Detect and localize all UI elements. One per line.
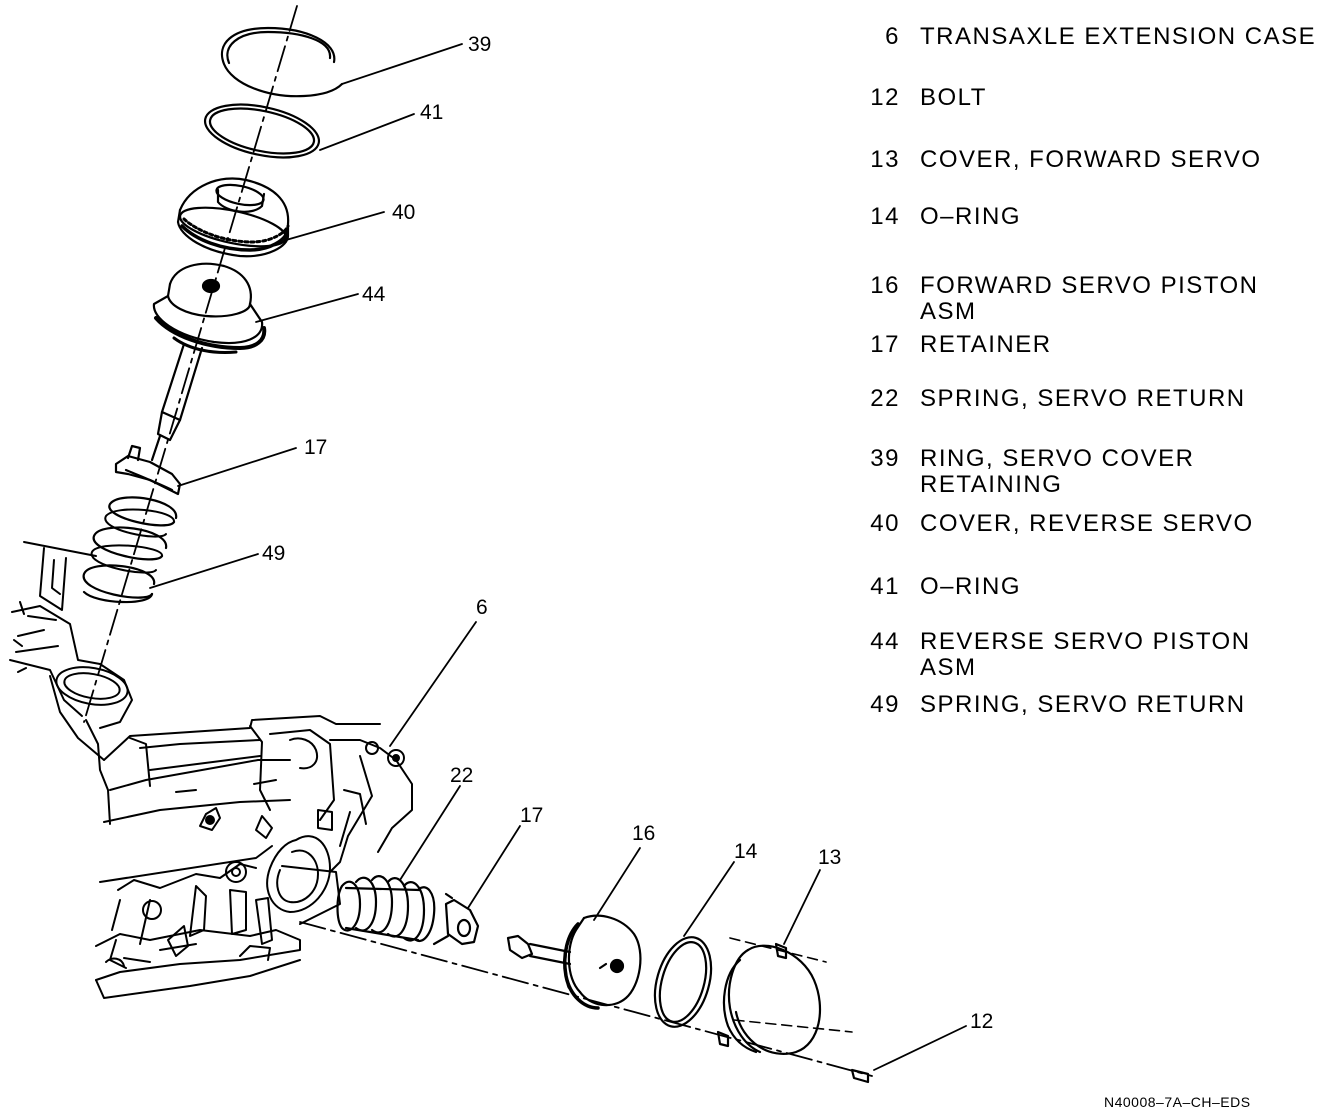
vertical-centerline: [83, 5, 298, 723]
callout-39: 39: [468, 33, 491, 56]
legend-description: COVER, REVERSE SERVO: [920, 510, 1254, 537]
figure-code: N40008–7A–CH–EDS: [1104, 1094, 1251, 1110]
legend-number: 12: [870, 84, 900, 111]
part-16-forward-servo-piston: [506, 914, 642, 1010]
leader-lines: [149, 43, 967, 1071]
legend-description: O–RING: [920, 573, 1022, 600]
legend-description: SPRING, SERVO RETURN: [920, 385, 1246, 412]
part-22-spring: [336, 875, 436, 943]
part-40-reverse-servo-cover: [176, 177, 290, 258]
parts-legend: 6 TRANSAXLE EXTENSION CASE 12 BOLT 13 CO…: [848, 0, 1318, 740]
part-49-spring: [82, 496, 178, 604]
part-17-retainer-lower: [432, 892, 480, 946]
legend-number: 40: [870, 510, 900, 537]
legend-number: 44: [870, 628, 900, 655]
part-41-o-ring: [203, 103, 321, 159]
callout-17-upper: 17: [304, 436, 327, 459]
legend-description: RETAINER: [920, 331, 1052, 358]
legend-description: REVERSE SERVO PISTON ASM: [920, 628, 1251, 681]
callout-12: 12: [970, 1010, 993, 1033]
callout-14: 14: [734, 840, 758, 863]
part-6-transaxle-case: [9, 541, 413, 999]
legend-description: O–RING: [920, 203, 1022, 230]
legend-description: RING, SERVO COVER RETAINING: [920, 445, 1195, 498]
part-13-forward-servo-cover: [716, 937, 853, 1055]
part-39-retaining-ring: [221, 26, 344, 98]
legend-number: 16: [870, 272, 900, 299]
part-14-o-ring: [653, 936, 713, 1028]
legend-number: 14: [870, 203, 900, 230]
callout-13: 13: [818, 846, 841, 869]
legend-description: TRANSAXLE EXTENSION CASE: [920, 23, 1317, 50]
callout-22: 22: [450, 764, 473, 787]
callout-49: 49: [262, 542, 285, 565]
legend-description: SPRING, SERVO RETURN: [920, 691, 1246, 718]
callout-16: 16: [632, 822, 655, 845]
callout-40: 40: [392, 201, 415, 224]
part-12-bolt: [850, 1068, 870, 1084]
legend-number: 49: [870, 691, 900, 718]
callout-44: 44: [362, 283, 386, 306]
legend-number: 13: [870, 146, 900, 173]
legend-description: BOLT: [920, 84, 987, 111]
part-44-reverse-servo-piston: [150, 262, 267, 462]
part-17-retainer-upper: [114, 444, 182, 496]
legend-description: COVER, FORWARD SERVO: [920, 146, 1262, 173]
legend-number: 6: [885, 23, 900, 50]
legend-number: 41: [870, 573, 900, 600]
legend-description: FORWARD SERVO PISTON ASM: [920, 272, 1259, 325]
callout-6: 6: [476, 596, 488, 619]
legend-number: 17: [870, 331, 900, 358]
callout-17-lower: 17: [520, 804, 543, 827]
legend-number: 22: [870, 385, 900, 412]
callout-labels: 39 41 40 44 17 49 6 22 17 16 14 13 12: [262, 33, 993, 1033]
callout-41: 41: [420, 101, 443, 124]
legend-number: 39: [870, 445, 900, 472]
